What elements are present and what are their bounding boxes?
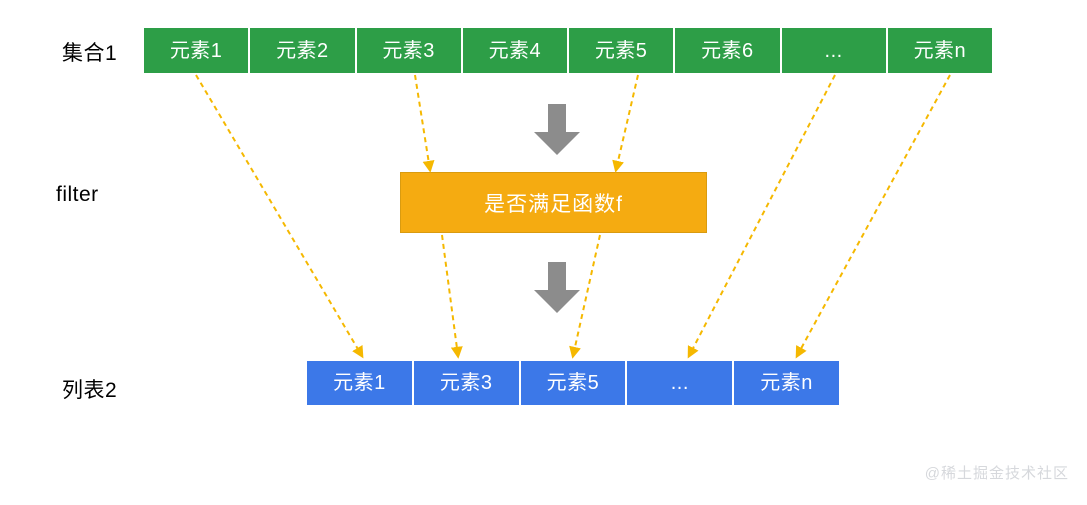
filter-predicate-label: 是否满足函数f bbox=[484, 192, 623, 216]
source-cell: 元素4 bbox=[461, 27, 568, 74]
watermark: @稀土掘金技术社区 bbox=[924, 465, 1069, 482]
source-cell: 元素6 bbox=[674, 27, 781, 74]
result-list-row: 元素1 元素3 元素5 ... 元素n bbox=[306, 360, 840, 406]
connector-line bbox=[795, 74, 951, 359]
source-cell: 元素n bbox=[886, 27, 993, 74]
row-label-collection: 集合1 bbox=[62, 42, 118, 65]
source-cell: 元素3 bbox=[355, 27, 462, 74]
result-cell-ellipsis: ... bbox=[626, 360, 734, 406]
connector-line bbox=[195, 74, 364, 359]
connector-line bbox=[441, 234, 463, 359]
connector-line bbox=[612, 74, 639, 173]
result-cell: 元素n bbox=[733, 360, 840, 406]
row-label-list: 列表2 bbox=[62, 379, 118, 402]
connector-line bbox=[687, 74, 836, 359]
down-arrow-icon bbox=[533, 262, 581, 314]
source-cell: 元素2 bbox=[249, 27, 356, 74]
source-cell: 元素5 bbox=[568, 27, 675, 74]
result-cell: 元素1 bbox=[306, 360, 413, 406]
source-cell: 元素1 bbox=[143, 27, 250, 74]
filter-predicate-box: 是否满足函数f bbox=[400, 172, 707, 233]
connector-line bbox=[414, 74, 435, 173]
source-cell-ellipsis: ... bbox=[780, 27, 887, 74]
source-collection-row: 元素1 元素2 元素3 元素4 元素5 元素6 ... 元素n bbox=[143, 27, 993, 74]
down-arrow-icon bbox=[533, 104, 581, 156]
result-cell: 元素5 bbox=[519, 360, 627, 406]
row-label-filter: filter bbox=[56, 183, 99, 206]
result-cell: 元素3 bbox=[412, 360, 520, 406]
